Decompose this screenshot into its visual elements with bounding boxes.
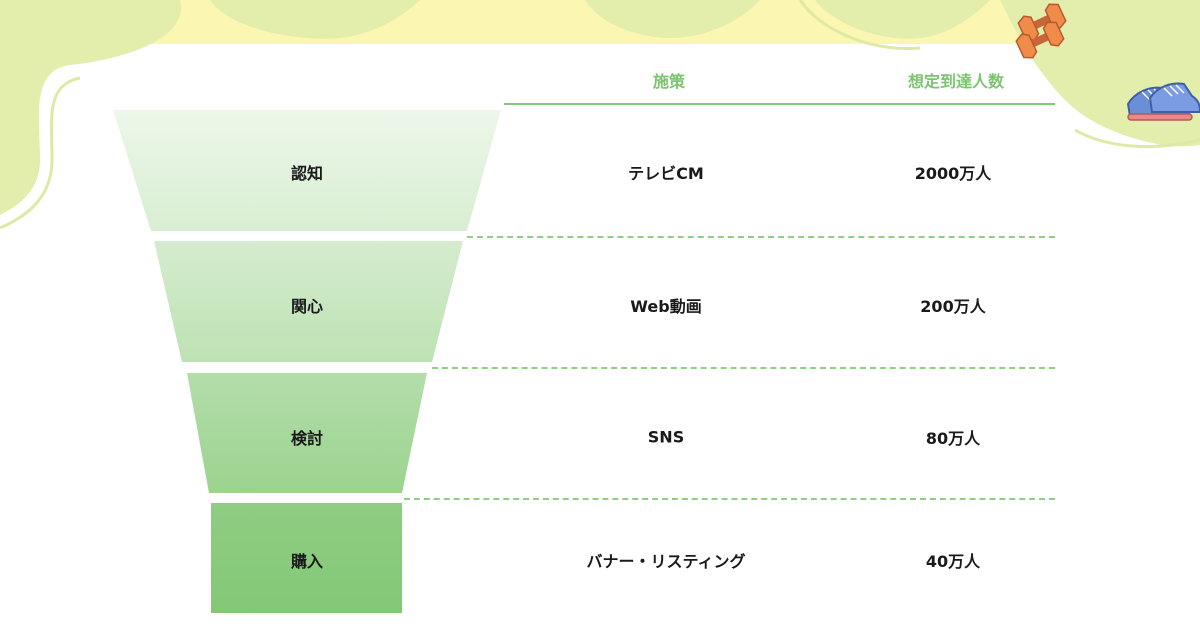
reach-cell-3: 80万人 bbox=[925, 429, 981, 448]
stage-label-interest: 関心 bbox=[290, 297, 324, 316]
reach-cell-1: 2000万人 bbox=[914, 164, 992, 183]
funnel-stage-2 bbox=[154, 241, 463, 362]
measure-cell-3: SNS bbox=[647, 427, 685, 447]
column-header-reach: 想定到達人数 bbox=[907, 72, 1005, 91]
top-blob-3-outline bbox=[798, 0, 921, 50]
funnel-stage-4 bbox=[211, 503, 402, 613]
row-divider-2 bbox=[432, 367, 1055, 369]
left-blob bbox=[0, 0, 181, 215]
row-divider-1 bbox=[467, 236, 1055, 238]
measure-cell-2: Web動画 bbox=[630, 297, 702, 316]
reach-cell-4: 40万人 bbox=[925, 552, 981, 571]
dumbbell-icon bbox=[1015, 3, 1067, 59]
left-blob-outline bbox=[0, 76, 81, 230]
funnel-stage-3 bbox=[187, 373, 427, 493]
measure-cell-4: バナー・リスティング bbox=[586, 552, 746, 571]
stage-label-consideration: 検討 bbox=[290, 429, 324, 448]
column-header-measure: 施策 bbox=[652, 72, 686, 91]
top-blob-2 bbox=[585, 0, 760, 38]
sneakers-icon bbox=[1126, 82, 1200, 121]
top-blob-1 bbox=[210, 0, 420, 39]
top-blob-3 bbox=[815, 0, 990, 39]
right-blob-outline bbox=[1074, 128, 1200, 149]
row-divider-3 bbox=[404, 498, 1055, 500]
reach-cell-2: 200万人 bbox=[920, 297, 986, 316]
measure-cell-1: テレビCM bbox=[628, 164, 704, 183]
funnel-stage-1 bbox=[113, 110, 501, 231]
header-divider bbox=[504, 103, 1055, 105]
stage-label-purchase: 購入 bbox=[290, 552, 324, 571]
stage-label-awareness: 認知 bbox=[290, 164, 324, 183]
